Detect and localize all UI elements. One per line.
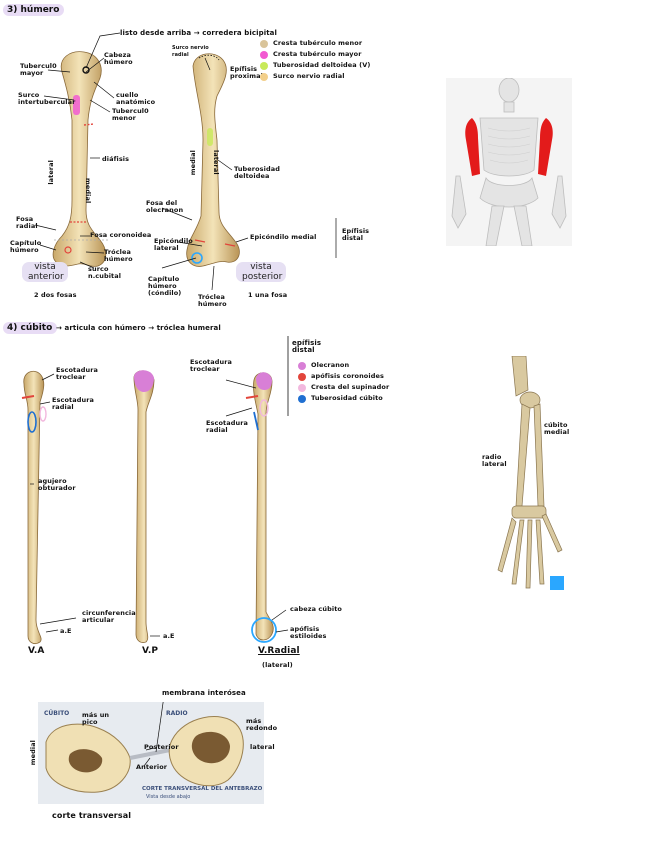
humerus-anterior-illustration: [52, 51, 108, 267]
label-anterior-corte: Anterior: [136, 763, 168, 771]
legend-dot: [260, 72, 268, 81]
label-mas-redondo: más redondo: [246, 717, 278, 732]
legend-text: Surco nervio radial: [273, 72, 345, 80]
label-dos-fosas: 2 dos fosas: [34, 291, 77, 299]
label-tuberculo-menor: Tubercul0 menor: [112, 107, 149, 122]
label-epicondilo-lateral: Epicóndilo lateral: [154, 237, 193, 252]
label-escotadura-troclear-lat: Escotadura troclear: [190, 358, 232, 373]
humero-leader-lines: [34, 32, 337, 291]
label-medial-corte: medial: [29, 740, 37, 766]
label-lateral-ant: lateral: [47, 160, 55, 185]
label-epifisis-distal-humero: Epífisis distal: [342, 227, 370, 242]
legend-text: Cresta tubérculo mayor: [273, 50, 362, 58]
cubito-legend-item: apófisis coronoides: [298, 371, 389, 382]
label-surco-n-cubital: surco n.cubital: [88, 265, 122, 280]
label-cabeza-humero: Cabeza húmero: [104, 51, 133, 66]
humero-section-title: 3) húmero: [3, 4, 65, 16]
label-escotadura-troclear: Escotadura troclear: [56, 366, 98, 381]
ulna-three-views-illustration: [0, 350, 390, 660]
label-troclea-humero: Tróclea húmero: [104, 248, 133, 263]
humero-legend-item: Tuberosidad deltoidea (V): [260, 60, 370, 71]
humero-legend-item: Cresta tubérculo menor: [260, 38, 370, 49]
label-lateral-corte: lateral: [250, 743, 275, 751]
label-epifisis-proximal: Epífisis proximal: [230, 65, 263, 80]
label-capitulo-humero: Capítulo húmero: [10, 239, 42, 254]
label-fosa-olecranon: Fosa del olecranon: [146, 199, 184, 214]
label-lateral-post: lateral: [212, 150, 220, 175]
humero-legend-item: Cresta tubérculo mayor: [260, 49, 370, 60]
humero-top-note: listo desde arriba → corredera bicipital: [120, 29, 277, 37]
cubito-section-title: 4) cúbito: [3, 322, 58, 334]
legend-dot: [260, 50, 268, 59]
legend-dot: [260, 39, 268, 48]
label-lateral-note: (lateral): [262, 661, 293, 669]
cubito-legend-item: Olecranon: [298, 360, 389, 371]
cross-section-caption-sub: Vista desde abajo: [146, 794, 191, 800]
label-epicondilo-medial: Epicóndilo medial: [250, 233, 317, 241]
cross-section-illustration: [38, 702, 264, 804]
label-cubito-print: CÚBITO: [44, 710, 70, 717]
label-va: V.A: [28, 646, 45, 656]
badge-vista-anterior: vista anterior: [22, 262, 68, 282]
label-radio-print: RADIO: [166, 710, 188, 717]
cubito-legend: Olecranon apófisis coronoides Cresta del…: [298, 360, 389, 404]
label-una-fosa: 1 una fosa: [248, 291, 288, 299]
label-tuberculo-mayor: Tubercul0 mayor: [20, 62, 57, 77]
legend-dot: [298, 383, 306, 392]
legend-dot: [298, 394, 306, 403]
legend-text: Tuberosidad deltoidea (V): [273, 61, 371, 69]
label-medial-ant: medial: [84, 178, 92, 204]
label-escotadura-radial-lat: Escotadura radial: [206, 419, 248, 434]
label-surco-nervio-radial-top: Surco nervio radial: [172, 45, 209, 58]
cubito-legend-item: Cresta del supinador: [298, 382, 389, 393]
label-cubito-medial: cúbito medial: [544, 421, 570, 436]
label-agujero-obturador: agujero obturador: [38, 477, 76, 492]
label-vp: V.P: [142, 646, 159, 656]
label-escotadura-radial: Escotadura radial: [52, 396, 94, 411]
legend-text: Tuberosidad cúbito: [311, 394, 383, 402]
cubito-legend-item: Tuberosidad cúbito: [298, 393, 389, 404]
label-ae-2: a.E: [163, 632, 175, 640]
legend-dot: [298, 361, 306, 370]
legend-text: Cresta del supinador: [311, 383, 390, 391]
label-medial-post: medial: [189, 150, 197, 176]
label-membrana-interosea: membrana interósea: [162, 689, 246, 697]
label-fosa-radial: Fosa radial: [16, 215, 38, 230]
label-diafisis: diáfisis: [102, 155, 130, 163]
cross-section-caption: CORTE TRANSVERSAL DEL ANTEBRAZO: [142, 786, 263, 792]
label-posterior-corte: Posterior: [144, 743, 179, 751]
humero-legend-item: Surco nervio radial: [260, 71, 370, 82]
label-surco-intertubercular: Surco intertubercular: [18, 91, 76, 106]
legend-text: Cresta tubérculo menor: [273, 39, 363, 47]
label-apofisis-estiloides: apófisis estiloides: [290, 625, 327, 640]
legend-text: Olecranon: [311, 361, 350, 369]
humerus-posterior-illustration: [186, 53, 240, 267]
label-radio-lateral: radio lateral: [482, 453, 507, 468]
badge-vista-posterior: vista posterior: [236, 262, 286, 282]
label-circunferencia-articular: circunferencia articular: [82, 609, 136, 624]
label-ae-1: a.E: [60, 627, 72, 635]
skeleton-humerus-highlight-image: [446, 78, 572, 246]
cubito-subtitle: → articula con húmero → tróclea humeral: [56, 324, 221, 332]
label-troclea-post: Tróclea húmero: [198, 293, 227, 308]
legend-dot: [298, 372, 306, 381]
legend-dot: [260, 61, 268, 70]
label-fosa-coronoidea: Fosa coronoidea: [90, 231, 152, 239]
epifisis-bracket: [287, 336, 289, 416]
legend-text: apófisis coronoides: [311, 372, 384, 380]
label-cabeza-cubito: cabeza cúbito: [290, 605, 342, 613]
label-vradial: V.Radial: [258, 646, 300, 656]
forearm-skeleton-image: [482, 356, 570, 592]
label-capitulo-condilo: Capítulo húmero (cóndilo): [148, 275, 182, 297]
label-corte-transversal: corte transversal: [52, 811, 132, 820]
label-tuberosidad-deltoidea: Tuberosidad deltoidea: [234, 165, 280, 180]
label-epifisis-distal-cubito: epífisis distal: [292, 339, 322, 354]
humero-legend: Cresta tubérculo menor Cresta tubérculo …: [260, 38, 370, 82]
label-cuello-anatomico: cuello anatómico: [116, 91, 156, 106]
label-mas-pico: más un pico: [82, 711, 110, 726]
